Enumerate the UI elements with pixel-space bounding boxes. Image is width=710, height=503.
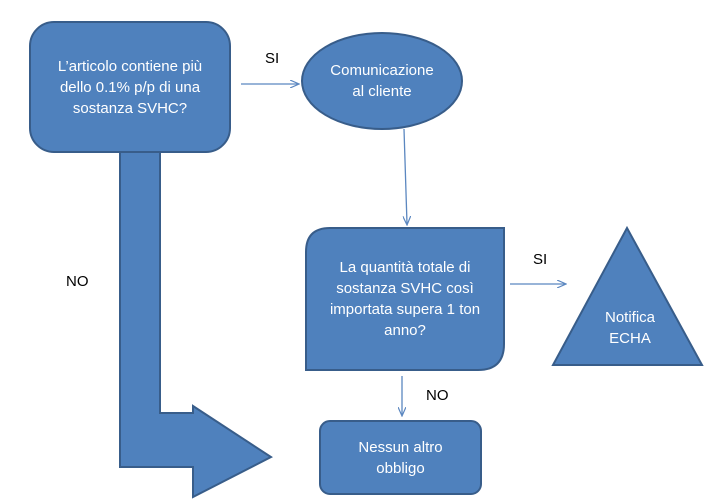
echa-notification-triangle xyxy=(551,225,704,366)
question-quantity-text: La quantità totale di sostanza SVHC così… xyxy=(329,259,481,339)
no-further-obligation-box xyxy=(319,420,482,495)
no-label-no-obligation: NO xyxy=(426,387,449,404)
yes-label-notification: SI xyxy=(533,251,548,268)
customer-communication-node xyxy=(301,32,463,130)
customer-communication-text: Comunicazione al cliente xyxy=(330,62,434,100)
no-further-obligation-text: Nessun altro obbligo xyxy=(358,438,443,477)
question-quantity-box xyxy=(305,227,505,371)
no-label-big-arrow: NO xyxy=(66,273,89,290)
no-block-arrow xyxy=(119,149,273,499)
echa-notification-text: Notifica ECHA xyxy=(604,309,656,347)
question-contains-svhc-text: L’articolo contiene più dello 0.1% p/p d… xyxy=(57,57,203,117)
question-contains-svhc-box xyxy=(29,21,231,153)
arrow-communication-to-quantity xyxy=(404,128,407,224)
yes-label-communication: SI xyxy=(265,50,280,67)
